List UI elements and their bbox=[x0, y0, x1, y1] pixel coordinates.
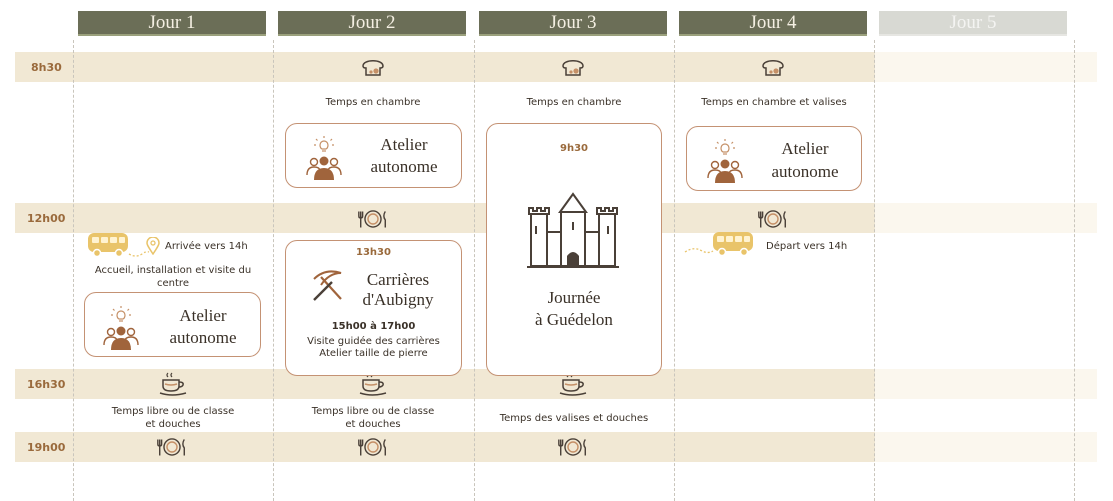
afternoon-text-day2-line1: Temps libre ou de classe bbox=[311, 406, 435, 417]
afternoon-text-day1-line1: Temps libre ou de classe bbox=[111, 406, 235, 417]
morning-text-day2: Temps en chambre bbox=[325, 97, 421, 108]
time-label-evening: 19h00 bbox=[27, 441, 66, 454]
bus-route-dots bbox=[684, 248, 714, 254]
carrieres-title-line2: d'Aubigny bbox=[362, 290, 434, 309]
pickaxe-icon bbox=[311, 269, 345, 303]
atelier-title-line1: Atelier bbox=[380, 135, 428, 154]
day-header-5: Jour 5 bbox=[879, 11, 1067, 36]
atelier-title-line2: autonome bbox=[370, 157, 438, 176]
afternoon-text-day1-line2: et douches bbox=[145, 419, 201, 430]
guedelon-title-line1: Journée bbox=[547, 288, 601, 307]
plate-cutlery-icon bbox=[155, 436, 189, 458]
column-divider bbox=[874, 40, 875, 501]
atelier-title-line2: autonome bbox=[169, 328, 237, 347]
time-label-afternoon: 16h30 bbox=[27, 378, 66, 391]
atelier-title-line1: Atelier bbox=[781, 139, 829, 158]
carrieres-desc-line1: Visite guidée des carrières bbox=[307, 336, 440, 347]
afternoon-text-day3: Temps des valises et douches bbox=[499, 413, 649, 424]
time-band-morning-fade bbox=[875, 52, 1097, 82]
departure-text: Départ vers 14h bbox=[766, 241, 848, 252]
bread-icon bbox=[359, 56, 387, 78]
time-band-noon-fade bbox=[875, 203, 1097, 233]
time-band-noon bbox=[15, 203, 875, 233]
bus-icon bbox=[86, 230, 130, 258]
atelier-title-line2: autonome bbox=[771, 162, 839, 181]
carrieres-time: 13h30 bbox=[356, 247, 391, 258]
day-header-3: Jour 3 bbox=[479, 11, 667, 36]
atelier-title-line1: Atelier bbox=[179, 306, 227, 325]
plate-cutlery-icon bbox=[556, 436, 590, 458]
time-label-morning: 8h30 bbox=[31, 61, 62, 74]
carrieres-desc-line2: Atelier taille de pierre bbox=[319, 348, 428, 359]
carrieres-card: 13h30 Carrières d'Aubigny 15h00 à 17h00 … bbox=[285, 240, 462, 376]
plate-cutlery-icon bbox=[356, 208, 390, 230]
lightbulb-group-icon bbox=[304, 135, 344, 181]
time-label-noon: 12h00 bbox=[27, 212, 66, 225]
bread-icon bbox=[759, 56, 787, 78]
plate-cutlery-icon bbox=[756, 208, 790, 230]
day-header-4: Jour 4 bbox=[679, 11, 867, 36]
plate-cutlery-icon bbox=[356, 436, 390, 458]
bus-icon bbox=[711, 229, 755, 257]
afternoon-text-day2-line2: et douches bbox=[345, 419, 401, 430]
castle-icon bbox=[525, 190, 621, 270]
map-pin-icon bbox=[146, 237, 160, 255]
guedelon-time: 9h30 bbox=[560, 143, 588, 154]
time-band-evening-fade bbox=[875, 432, 1097, 462]
atelier-card-day1: Atelier autonome bbox=[84, 292, 261, 357]
coffee-cup-icon bbox=[157, 372, 189, 396]
time-band-afternoon-fade bbox=[875, 369, 1097, 399]
lightbulb-group-icon bbox=[101, 305, 141, 351]
welcome-text: Accueil, installation et visite du centr… bbox=[94, 265, 252, 289]
atelier-card-day4: Atelier autonome bbox=[686, 126, 862, 191]
atelier-card-day2: Atelier autonome bbox=[285, 123, 462, 188]
time-band-evening bbox=[15, 432, 875, 462]
carrieres-hours: 15h00 à 17h00 bbox=[331, 321, 416, 332]
morning-text-day3: Temps en chambre bbox=[526, 97, 622, 108]
column-divider bbox=[474, 40, 475, 501]
time-band-morning bbox=[15, 52, 875, 82]
bus-route-dots bbox=[128, 251, 150, 257]
day-header-2: Jour 2 bbox=[278, 11, 466, 36]
guedelon-card: 9h30 Journée à Guédelon bbox=[486, 123, 662, 376]
lightbulb-group-icon bbox=[705, 138, 745, 184]
bread-icon bbox=[559, 56, 587, 78]
column-divider bbox=[73, 40, 74, 501]
arrival-text: Arrivée vers 14h bbox=[165, 241, 248, 252]
column-divider bbox=[1074, 40, 1075, 501]
day-header-1: Jour 1 bbox=[78, 11, 266, 36]
carrieres-title-line1: Carrières bbox=[366, 270, 430, 289]
morning-text-day4: Temps en chambre et valises bbox=[701, 97, 847, 108]
column-divider bbox=[674, 40, 675, 501]
column-divider bbox=[273, 40, 274, 501]
guedelon-title-line2: à Guédelon bbox=[535, 310, 613, 329]
